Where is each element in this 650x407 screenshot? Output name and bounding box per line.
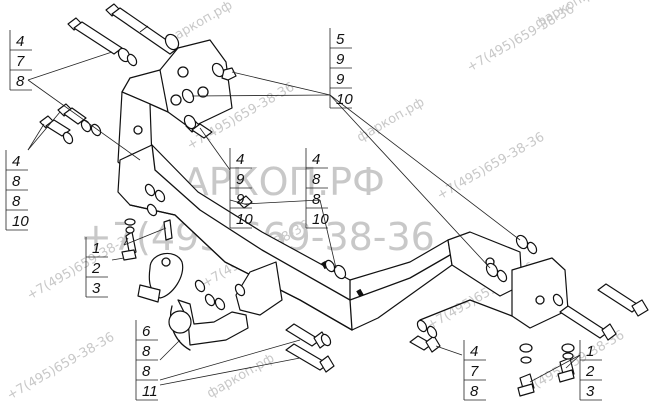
callout-number: 8 xyxy=(12,193,21,210)
callout-number: 8 xyxy=(12,173,21,190)
bolt xyxy=(559,305,617,341)
bolt xyxy=(409,335,441,353)
callout-left-upper: 4 8 8 10 xyxy=(5,150,29,231)
callout-top-center: 5 9 9 10 xyxy=(329,28,353,109)
callout-number: 8 xyxy=(470,383,479,400)
bolt xyxy=(557,357,575,383)
bolt xyxy=(67,17,123,55)
callout-bottom-center: 4 7 8 xyxy=(463,340,486,401)
callout-number: 9 xyxy=(336,51,345,68)
callout-number: 10 xyxy=(312,211,329,228)
watermark-phone-small: +7(495)659-38-36 xyxy=(5,330,118,404)
callout-number: 4 xyxy=(470,343,478,360)
callout-number: 8 xyxy=(312,191,321,208)
callout-number: 1 xyxy=(92,240,100,257)
callout-center-b: 4 8 8 10 xyxy=(305,148,329,229)
callout-number: 10 xyxy=(236,211,253,228)
watermark-site-small: фаркоп.рф xyxy=(205,351,278,402)
callout-number: 4 xyxy=(312,151,320,168)
callout-number: 4 xyxy=(12,153,20,170)
tow-hook-assembly xyxy=(137,252,283,351)
callout-top-left: 4 7 8 xyxy=(9,30,32,91)
callout-number: 8 xyxy=(142,343,151,360)
callout-number: 8 xyxy=(16,73,25,90)
bolt xyxy=(285,343,335,373)
leader-lines xyxy=(27,51,581,386)
bolt xyxy=(105,3,179,55)
callout-number: 1 xyxy=(586,343,594,360)
callout-left-mid: 1 2 3 xyxy=(85,237,108,298)
bolt-set xyxy=(39,3,649,397)
callout-number: 10 xyxy=(12,213,29,230)
nuts-and-washers xyxy=(62,33,575,364)
callout-number: 9 xyxy=(236,191,245,208)
callout-center-a: 4 9 9 10 xyxy=(229,148,253,229)
callout-number: 11 xyxy=(142,383,158,400)
callout-bottom-right: 1 2 3 xyxy=(579,340,602,401)
callout-number: 10 xyxy=(336,91,353,108)
bolt xyxy=(517,373,535,397)
callout-number: 4 xyxy=(16,33,24,50)
callout-number: 6 xyxy=(142,323,151,340)
watermark-site-small: фаркоп.рф xyxy=(355,95,428,146)
callout-number: 5 xyxy=(336,31,345,48)
callout-number: 2 xyxy=(91,260,101,277)
bolt xyxy=(237,195,253,209)
callout-number: 7 xyxy=(470,363,479,380)
watermark-phone-small: +7(495)659-38-36 xyxy=(435,130,548,204)
callout-number: 7 xyxy=(16,53,25,70)
callout-number: 9 xyxy=(236,171,245,188)
bolt xyxy=(57,103,87,125)
callout-number: 9 xyxy=(336,71,345,88)
callout-number: 3 xyxy=(586,383,595,400)
watermark-phone-small: +7(495)659-38-36 xyxy=(465,2,578,76)
callout-number: 3 xyxy=(92,280,101,297)
callout-number: 4 xyxy=(236,151,244,168)
callout-number: 8 xyxy=(142,363,151,380)
callout-bottom-left: 6 8 8 11 xyxy=(135,320,158,401)
callout-number: 8 xyxy=(312,171,321,188)
bolt xyxy=(597,283,649,317)
bolt xyxy=(163,219,173,241)
callout-number: 2 xyxy=(585,363,595,380)
